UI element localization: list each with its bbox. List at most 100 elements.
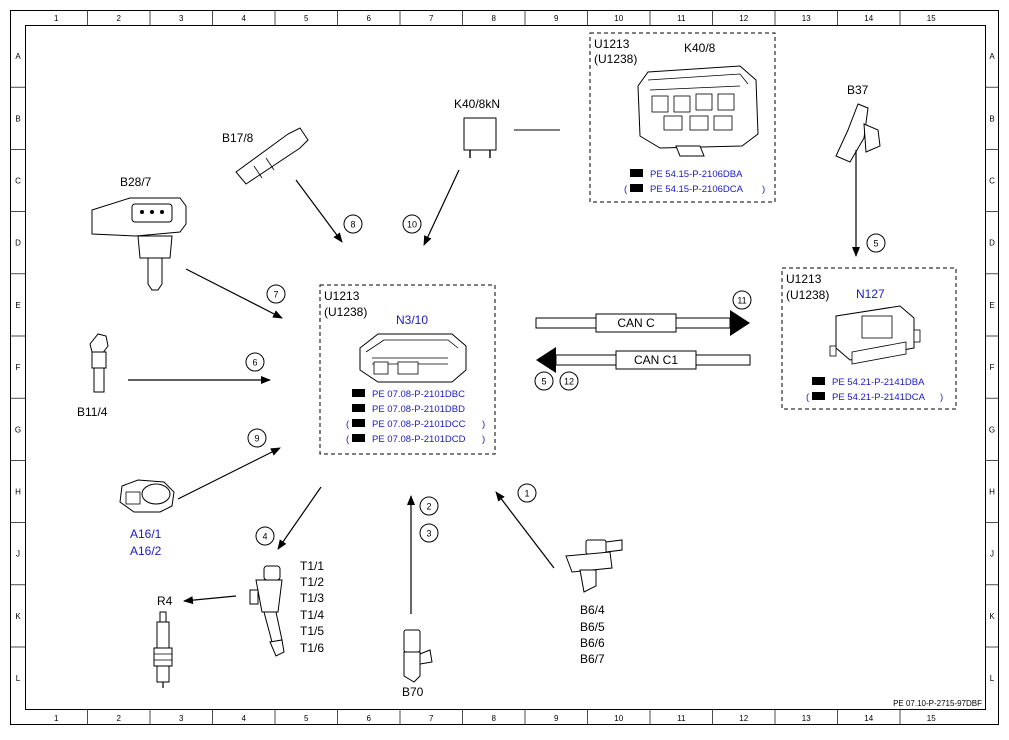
- ref-2106dba[interactable]: PE 54.15-P-2106DBA: [650, 169, 743, 180]
- paren-close: ): [482, 434, 485, 445]
- grid-row-label: L: [990, 674, 995, 683]
- k40-8kn-label: K40/8kN: [454, 97, 500, 111]
- grid-column-label: 7: [429, 14, 434, 23]
- r4-label: R4: [157, 594, 173, 608]
- ref-2106dca[interactable]: PE 54.15-P-2106DCA: [650, 184, 744, 195]
- svg-text:7: 7: [273, 290, 278, 300]
- grid-column-label: 9: [554, 714, 559, 723]
- callout-5: 5: [866, 233, 886, 253]
- hand-pointer-icon: [352, 434, 365, 442]
- paren-close: ): [482, 419, 485, 430]
- n127-code: U1213: [786, 272, 822, 286]
- grid-column-label: 11: [677, 714, 686, 723]
- grid-column-label: 13: [802, 714, 811, 723]
- svg-text:11: 11: [737, 296, 746, 306]
- grid-row-label: A: [989, 52, 995, 61]
- inner-frame: [25, 25, 986, 710]
- ref-2141dca[interactable]: PE 54.21-P-2141DCA: [832, 392, 926, 403]
- ecu-icon: [359, 333, 467, 383]
- grid-labels: 1122334455667788991010111112121313141415…: [15, 14, 995, 723]
- grid-column-label: 1: [54, 714, 59, 723]
- callout-12: 12: [559, 371, 579, 391]
- k40-8-name: K40/8: [684, 41, 716, 55]
- crankshaft-sensor-icon: [403, 629, 433, 683]
- callout-6: 6: [245, 352, 265, 372]
- b11-4-group: B11/4: [77, 333, 109, 419]
- arrow-9: [177, 447, 281, 500]
- grid-column-label: 5: [304, 14, 309, 23]
- n3-10-code-alt: (U1238): [324, 305, 367, 319]
- n3-10-group: U1213 (U1238) N3/10 PE 07.08-P-2101DBC P…: [319, 284, 496, 455]
- ref-2101dcc[interactable]: PE 07.08-P-2101DCC: [372, 419, 466, 430]
- svg-text:10: 10: [407, 220, 417, 230]
- n3-10-name: N3/10: [396, 313, 428, 327]
- paren-open: (: [624, 184, 628, 195]
- grid-column-label: 15: [927, 14, 936, 23]
- grid-column-label: 12: [739, 14, 748, 23]
- callout-11: 11: [732, 290, 752, 310]
- grid-row-label: J: [990, 550, 994, 559]
- paren-open: (: [806, 392, 810, 403]
- b70-label: B70: [402, 685, 424, 699]
- k40-8-code: U1213: [594, 37, 630, 51]
- grid-column-label: 10: [614, 14, 623, 23]
- grid-row-label: F: [990, 363, 995, 372]
- ignition-coil-icon: [249, 565, 285, 657]
- hand-pointer-icon: [352, 404, 365, 412]
- svg-text:3: 3: [426, 529, 431, 539]
- grid-column-label: 9: [554, 14, 559, 23]
- grid-column-label: 7: [429, 714, 434, 723]
- svg-text:2: 2: [426, 502, 431, 512]
- svg-text:5: 5: [873, 239, 878, 249]
- grid-column-label: 1: [54, 14, 59, 23]
- arrow-8: [295, 179, 343, 243]
- ref-2141dba[interactable]: PE 54.21-P-2141DBA: [832, 377, 925, 388]
- grid-row-label: E: [15, 301, 20, 310]
- callout-5: 5: [534, 371, 554, 391]
- grid-column-label: 13: [802, 14, 811, 23]
- svg-text:1: 1: [524, 489, 529, 499]
- a16-2-label: A16/2: [130, 544, 162, 558]
- grid-column-label: 8: [492, 14, 497, 23]
- grid-row-label: G: [15, 425, 21, 434]
- grid-row-label: L: [16, 674, 21, 683]
- callout-3: 3: [419, 523, 439, 543]
- grid-row-label: H: [15, 488, 21, 497]
- b37-group: B37: [835, 83, 881, 163]
- b6-7-label: B6/7: [580, 652, 605, 666]
- callout-8: 8: [343, 214, 363, 234]
- pedal-sensor-icon: [835, 103, 881, 163]
- grid-column-label: 5: [304, 714, 309, 723]
- grid-row-label: D: [989, 239, 995, 248]
- hand-pointer-icon: [812, 377, 825, 385]
- arrow-4: [277, 486, 322, 550]
- callout-9: 9: [247, 428, 267, 448]
- k40-8-group: U1213 (U1238) K40/8 PE 54.15-P-2106DBA (…: [589, 32, 776, 203]
- svg-text:12: 12: [564, 377, 574, 387]
- k40-8kn-group: K40/8kN: [454, 97, 560, 158]
- hand-pointer-icon: [812, 392, 825, 400]
- paren-close: ): [762, 184, 765, 195]
- k40-8-code-alt: (U1238): [594, 52, 637, 66]
- ref-2101dcd[interactable]: PE 07.08-P-2101DCD: [372, 434, 466, 445]
- pressure-sensor-icon: [91, 197, 187, 291]
- ref-2101dbc[interactable]: PE 07.08-P-2101DBC: [372, 389, 465, 400]
- grid-column-label: 6: [367, 14, 372, 23]
- svg-text:8: 8: [350, 220, 355, 230]
- grid-column-label: 2: [117, 714, 122, 723]
- ref-2101dbd[interactable]: PE 07.08-P-2101DBD: [372, 404, 465, 415]
- grid-column-label: 12: [739, 714, 748, 723]
- b17-8-group: B17/8: [222, 127, 309, 185]
- grid-row-label: C: [989, 177, 995, 186]
- can-c-label: CAN C: [617, 316, 655, 330]
- t1-group: T1/1 T1/2 T1/3 T1/4 T1/5 T1/6: [249, 559, 324, 657]
- r4-group: R4: [153, 594, 173, 688]
- arrow-1: [495, 491, 555, 569]
- grid-row-label: C: [15, 177, 21, 186]
- grid-row-label: F: [16, 363, 21, 372]
- callout-4: 4: [255, 526, 275, 546]
- k40-8-box: [589, 32, 776, 203]
- spark-plug-icon: [153, 611, 173, 688]
- knock-sensor-icon: [119, 479, 175, 513]
